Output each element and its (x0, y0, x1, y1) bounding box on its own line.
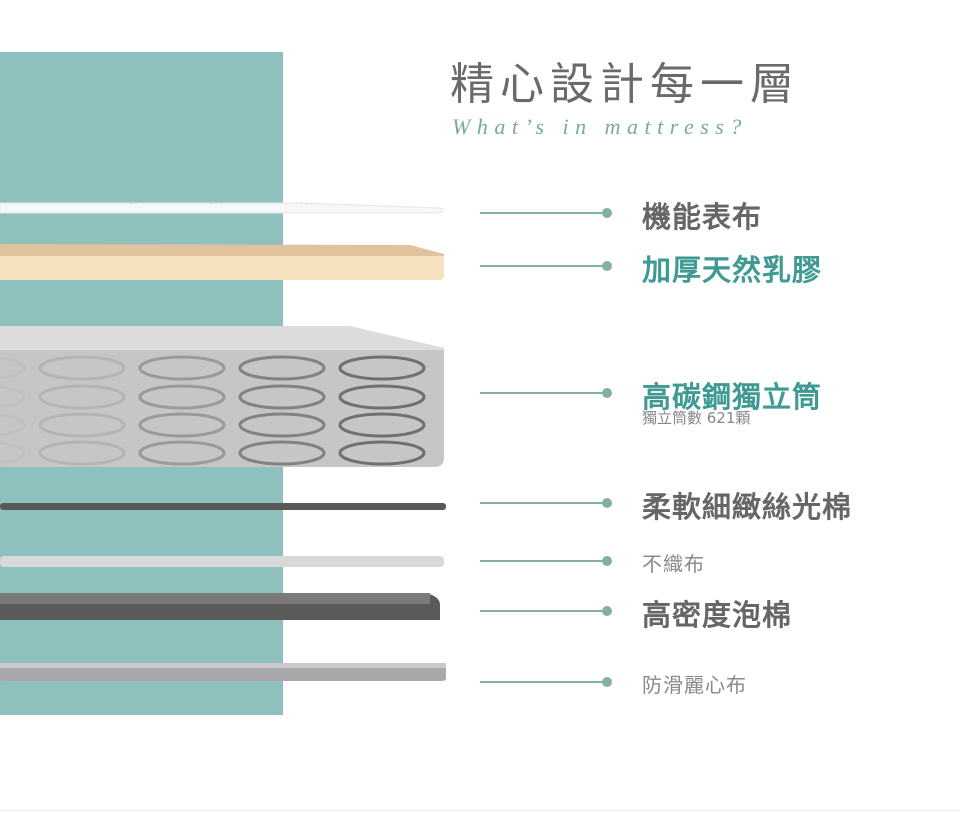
spring-coil-icon (138, 412, 226, 438)
layer-pocket-springs (0, 326, 444, 467)
spring-coil-icon (238, 412, 326, 438)
connector-line (480, 560, 607, 562)
page-subtitle: What’s in mattress? (452, 114, 748, 139)
layer-label: 機能表布 (642, 200, 763, 234)
layer-fabric-top: ˘ ˘ ˘ ˘ ˘ ˘ ˘ ˘ (0, 202, 444, 214)
spring-coil-icon (138, 384, 226, 410)
spring-coil-icon (238, 440, 326, 466)
connector-line (480, 610, 607, 612)
connector-line (480, 681, 607, 683)
layer-label: 防滑麗心布 (642, 673, 747, 697)
spring-coil-icon (338, 440, 426, 466)
spring-coil-icon (38, 412, 126, 438)
connector-dot (602, 208, 612, 218)
connector-dot (602, 556, 612, 566)
connector-dot (602, 606, 612, 616)
layer-label: 柔軟細緻絲光棉 (642, 490, 853, 524)
spring-coil-icon (238, 384, 326, 410)
layer-nonwoven (0, 556, 444, 567)
layer-antislip (0, 663, 446, 681)
svg-text:˘ ˘ ˘: ˘ ˘ ˘ (300, 203, 313, 210)
spring-coil-icon (338, 412, 426, 438)
svg-text:˘ ˘: ˘ ˘ (130, 203, 138, 210)
spring-coil-icon (0, 441, 26, 465)
layer-label: 高密度泡棉 (642, 598, 793, 632)
spring-coil-icon (38, 384, 126, 410)
mattress-layers-illustration: ˘ ˘ ˘ ˘ ˘ ˘ ˘ ˘ (0, 202, 446, 681)
connector-dot (602, 498, 612, 508)
layer-label: 加厚天然乳膠 (642, 253, 823, 287)
spring-coil-icon (38, 355, 126, 381)
spring-coil-icon (38, 440, 126, 466)
connector-line (480, 392, 607, 394)
spring-coil-icon (238, 355, 326, 381)
layer-hd-foam (0, 593, 440, 620)
spring-coil-icon (0, 413, 26, 437)
spring-coil-icon (0, 356, 26, 380)
connector-dot (602, 677, 612, 687)
layer-label: 高碳鋼獨立筒 (642, 380, 823, 414)
layer-silk-cotton (0, 503, 446, 510)
connector-dot (602, 388, 612, 398)
layer-note: 獨立筒數 621顆 (642, 409, 751, 427)
layer-latex (0, 244, 444, 280)
spring-coil-icon (138, 440, 226, 466)
svg-text:˘ ˘ ˘: ˘ ˘ ˘ (210, 203, 223, 210)
layer-label: 不織布 (642, 552, 705, 576)
connector-line (480, 265, 607, 267)
page-title: 精心設計每一層 (450, 59, 800, 110)
spring-coil-icon (138, 355, 226, 381)
connector-line (480, 502, 607, 504)
connector-dot (602, 261, 612, 271)
divider (0, 810, 960, 811)
spring-coil-icon (338, 384, 426, 410)
spring-coil-icon (338, 355, 426, 381)
connector-line (480, 212, 607, 214)
spring-coil-icon (0, 385, 26, 409)
